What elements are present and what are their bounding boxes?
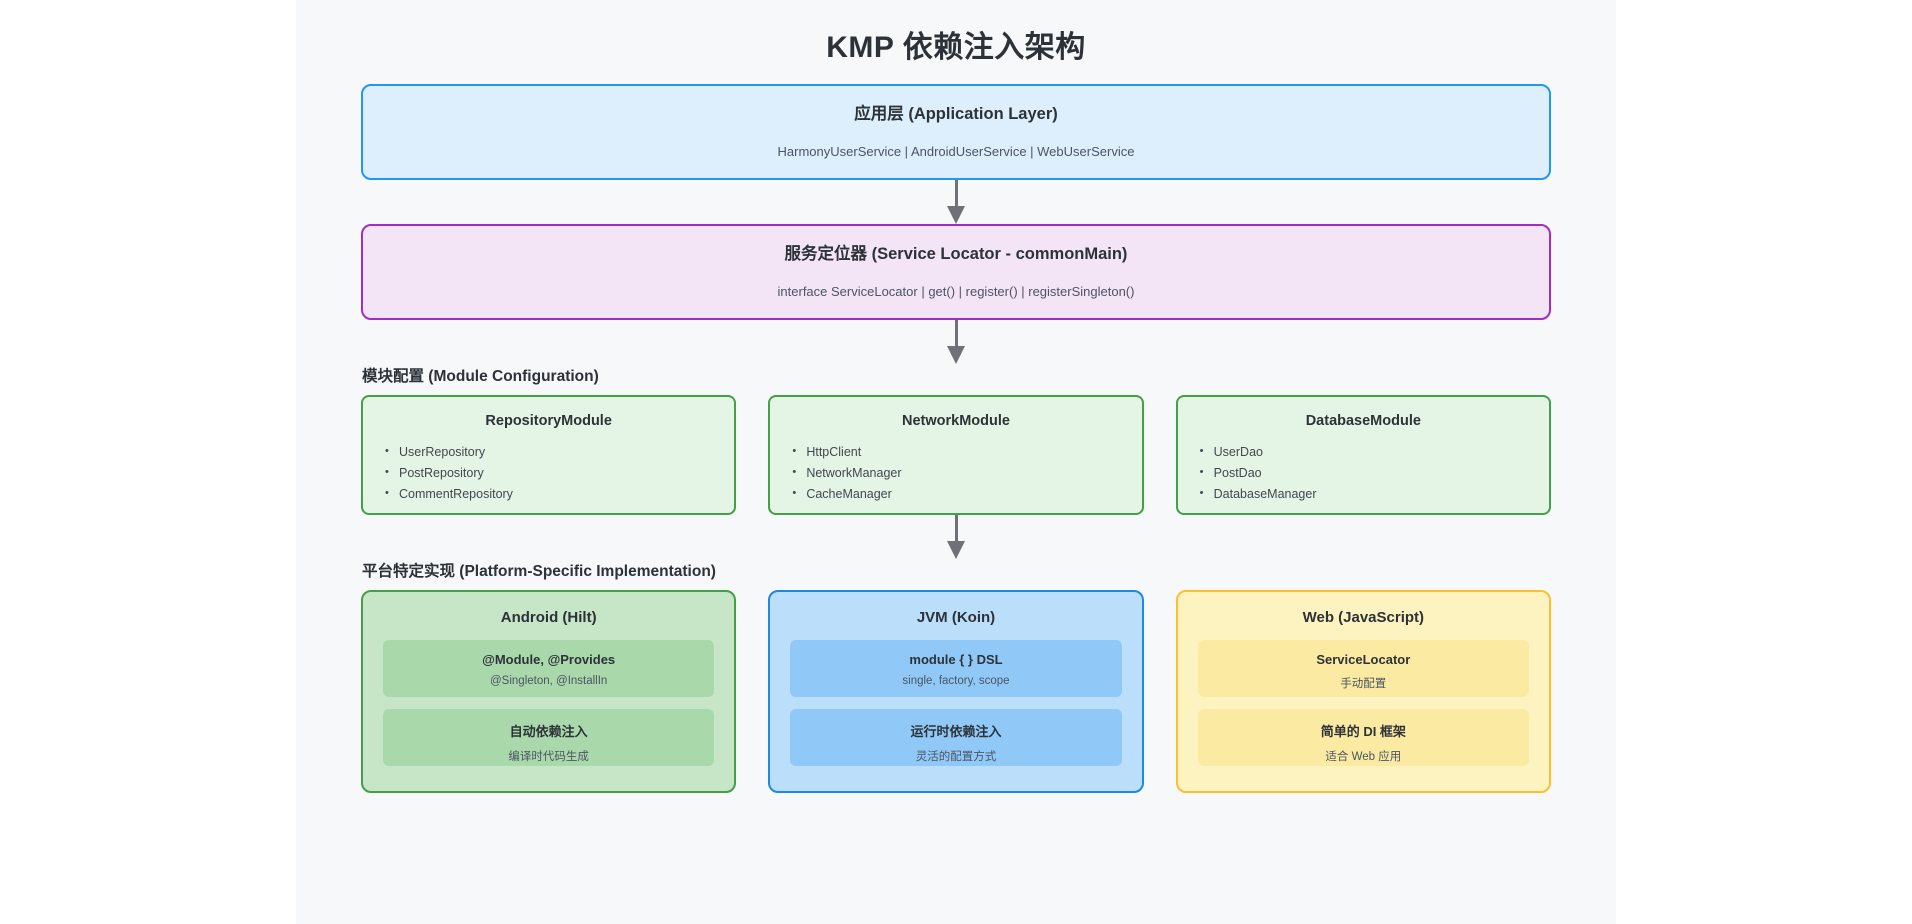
diagram-body: 应用层 (Application Layer) HarmonyUserServi… [361,66,1551,793]
list-item: PostRepository [383,463,714,484]
arrow-shaft [954,320,958,350]
platform-section-label: 平台特定实现 (Platform-Specific Implementation… [362,563,716,580]
diagram-canvas: KMP 依赖注入架构 应用层 (Application Layer) Harmo… [296,0,1616,924]
chip-subtitle: @Singleton, @InstallIn [490,675,608,687]
list-item: HttpClient [790,442,1121,463]
module-card-network[interactable]: NetworkModule HttpClient NetworkManager … [768,395,1144,515]
platform-title: Web (JavaScript) [1302,609,1425,626]
chip-subtitle: 灵活的配置方式 [915,751,997,763]
page-title: KMP 依赖注入架构 [826,31,1086,64]
list-item: CommentRepository [383,484,714,505]
platform-chip[interactable]: @Module, @Provides @Singleton, @InstallI… [383,640,715,697]
module-item-list: UserDao PostDao DatabaseManager [1198,442,1529,505]
arrow-shaft [954,180,958,210]
module-title: NetworkModule [902,413,1010,429]
arrow-head-icon [947,541,965,559]
arrow-app-to-locator [361,180,1551,224]
module-title: RepositoryModule [485,413,612,429]
chip-title: @Module, @Provides [482,652,616,667]
chip-title: ServiceLocator [1316,652,1411,667]
platform-chip[interactable]: ServiceLocator 手动配置 [1197,640,1529,697]
platform-col-android: Android (Hilt) @Module, @Provides @Singl… [361,590,737,793]
platform-title: Android (Hilt) [500,609,597,626]
list-item: UserRepository [383,442,714,463]
module-section-label: 模块配置 (Module Configuration) [362,368,599,385]
arrow-modules-to-platforms [361,515,1551,559]
arrow-locator-to-modules [361,320,1551,364]
module-row: RepositoryModule UserRepository PostRepo… [361,395,1551,515]
platform-card-jvm[interactable]: JVM (Koin) module { } DSL single, factor… [768,590,1144,793]
platform-chip[interactable]: module { } DSL single, factory, scope [790,640,1122,697]
module-card-database[interactable]: DatabaseModule UserDao PostDao DatabaseM… [1175,395,1551,515]
chip-title: 简单的 DI 框架 [1320,724,1406,739]
service-locator-subtitle: interface ServiceLocator | get() | regis… [777,284,1135,300]
module-card-repository[interactable]: RepositoryModule UserRepository PostRepo… [361,395,737,515]
chip-title: module { } DSL [909,652,1003,667]
arrow-shaft [954,515,958,545]
platform-card-android[interactable]: Android (Hilt) @Module, @Provides @Singl… [361,590,737,793]
platform-chip[interactable]: 运行时依赖注入 灵活的配置方式 [790,709,1122,766]
chip-title: 运行时依赖注入 [910,724,1002,739]
application-layer-box: 应用层 (Application Layer) HarmonyUserServi… [361,84,1551,180]
list-item: PostDao [1198,463,1529,484]
arrow-head-icon [947,206,965,224]
service-locator-box: 服务定位器 (Service Locator - commonMain) int… [361,224,1551,320]
module-item-list: UserRepository PostRepository CommentRep… [383,442,714,505]
chip-subtitle: 编译时代码生成 [508,751,589,763]
platform-row: Android (Hilt) @Module, @Provides @Singl… [361,590,1551,793]
chip-subtitle: single, factory, scope [902,675,1010,687]
module-title: DatabaseModule [1305,413,1421,429]
list-item: CacheManager [790,484,1121,505]
platform-card-web[interactable]: Web (JavaScript) ServiceLocator 手动配置 简单的… [1175,590,1551,793]
list-item: DatabaseManager [1198,484,1529,505]
platform-chip[interactable]: 自动依赖注入 编译时代码生成 [383,709,715,766]
module-col-network: NetworkModule HttpClient NetworkManager … [768,395,1144,515]
application-layer-title: 应用层 (Application Layer) [854,105,1058,123]
module-col-database: DatabaseModule UserDao PostDao DatabaseM… [1175,395,1551,515]
chip-title: 自动依赖注入 [509,724,588,739]
module-item-list: HttpClient NetworkManager CacheManager [790,442,1121,505]
arrow-head-icon [947,346,965,364]
chip-subtitle: 手动配置 [1340,678,1387,690]
chip-subtitle: 适合 Web 应用 [1325,751,1402,763]
platform-col-web: Web (JavaScript) ServiceLocator 手动配置 简单的… [1175,590,1551,793]
list-item: NetworkManager [790,463,1121,484]
platform-chip[interactable]: 简单的 DI 框架 适合 Web 应用 [1197,709,1529,766]
application-layer-subtitle: HarmonyUserService | AndroidUserService … [777,144,1135,160]
module-col-repository: RepositoryModule UserRepository PostRepo… [361,395,737,515]
platform-col-jvm: JVM (Koin) module { } DSL single, factor… [768,590,1144,793]
platform-title: JVM (Koin) [916,609,996,626]
service-locator-title: 服务定位器 (Service Locator - commonMain) [784,245,1128,263]
list-item: UserDao [1198,442,1529,463]
